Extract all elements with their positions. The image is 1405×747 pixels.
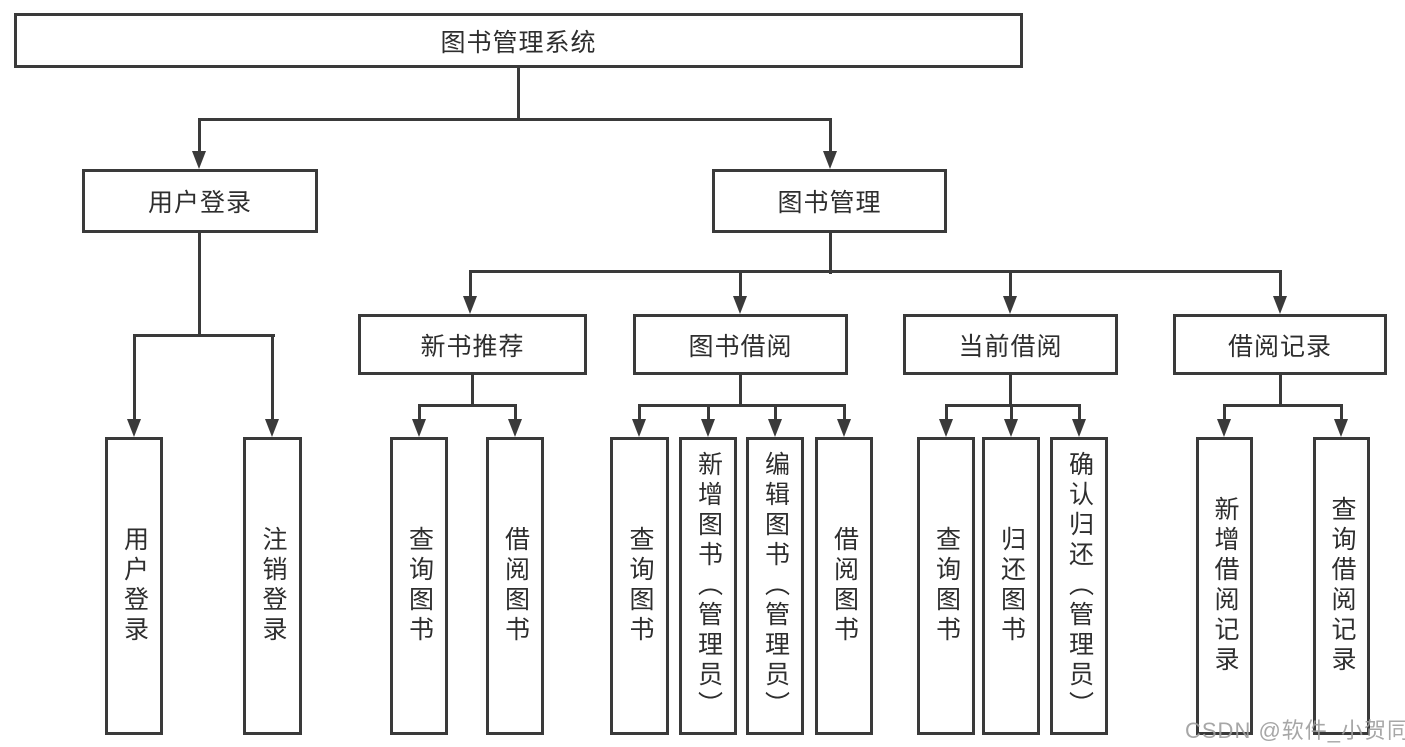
arrowhead-to-recommend-borrow bbox=[508, 419, 522, 437]
connector-bor-stub-2 bbox=[707, 404, 710, 422]
leaf-borrowing-borrow-books-label: 借阅图书 bbox=[830, 526, 859, 646]
node-user-login: 用户登录 bbox=[82, 169, 318, 233]
leaf-user-login-label: 用户登录 bbox=[120, 526, 149, 646]
arrowhead-to-leaf-user-login bbox=[127, 419, 141, 437]
leaf-current-query-books-label: 查询图书 bbox=[932, 526, 961, 646]
connector-bor-stub-4 bbox=[843, 404, 846, 422]
node-root-label: 图书管理系统 bbox=[440, 28, 597, 57]
leaf-records-add-record-label: 新增借阅记录 bbox=[1211, 496, 1239, 676]
leaf-borrowing-add-books-admin-label: 新增图书（管理员） bbox=[694, 451, 723, 721]
node-borrowing-records-label: 借阅记录 bbox=[1227, 332, 1332, 361]
connector-bm-stub-2 bbox=[739, 270, 742, 299]
leaf-user-login: 用户登录 bbox=[105, 437, 163, 735]
node-book-borrowing: 图书借阅 bbox=[633, 314, 848, 375]
connector-root-drop bbox=[517, 68, 520, 121]
arrowhead-to-records-add bbox=[1217, 419, 1231, 437]
leaf-borrowing-edit-books-admin: 编辑图书（管理员） bbox=[746, 437, 804, 735]
arrowhead-to-user-login bbox=[192, 151, 206, 169]
leaf-recommend-query-books: 查询图书 bbox=[390, 437, 448, 735]
node-root: 图书管理系统 bbox=[14, 13, 1023, 68]
leaf-records-add-record: 新增借阅记录 bbox=[1196, 437, 1253, 735]
arrowhead-to-current-borrowing bbox=[1003, 296, 1017, 314]
connector-user-login-rail bbox=[133, 334, 275, 337]
connector-book-management-drop bbox=[829, 233, 832, 274]
node-borrowing-records: 借阅记录 bbox=[1173, 314, 1387, 375]
arrowhead-to-leaf-logout bbox=[265, 419, 279, 437]
arrowhead-to-borrowing-add bbox=[701, 419, 715, 437]
node-current-borrowing-label: 当前借阅 bbox=[958, 332, 1063, 361]
leaf-borrowing-borrow-books: 借阅图书 bbox=[815, 437, 873, 735]
arrowhead-to-recommend-query bbox=[412, 419, 426, 437]
leaf-records-query-record: 查询借阅记录 bbox=[1313, 437, 1370, 735]
arrowhead-to-current-confirm bbox=[1072, 419, 1086, 437]
connector-user-login-stub-2 bbox=[271, 334, 274, 422]
node-user-login-label: 用户登录 bbox=[147, 189, 252, 217]
csdn-watermark: CSDN @软件_小贺同学 bbox=[1185, 718, 1405, 743]
connector-cur-stub-2 bbox=[1010, 404, 1013, 422]
leaf-recommend-borrow-books: 借阅图书 bbox=[486, 437, 544, 735]
connector-rec-stub-1 bbox=[418, 404, 421, 422]
arrowhead-to-borrowing-borrow bbox=[837, 419, 851, 437]
leaf-logout-label: 注销登录 bbox=[259, 526, 287, 646]
connector-cur-stub-1 bbox=[945, 404, 948, 422]
leaf-borrowing-edit-books-admin-label: 编辑图书（管理员） bbox=[761, 451, 790, 721]
connector-bor-stub-1 bbox=[638, 404, 641, 422]
leaf-current-confirm-return-admin: 确认归还（管理员） bbox=[1050, 437, 1108, 735]
node-book-borrowing-label: 图书借阅 bbox=[688, 332, 793, 361]
leaf-current-return-books: 归还图书 bbox=[982, 437, 1040, 735]
arrowhead-to-records-query bbox=[1334, 419, 1348, 437]
connector-rec-stub-2 bbox=[514, 404, 517, 422]
connector-cur-stub-3 bbox=[1078, 404, 1081, 422]
arrowhead-to-borrowing-query bbox=[632, 419, 646, 437]
connector-root-stub-right bbox=[829, 118, 832, 155]
leaf-borrowing-query-books: 查询图书 bbox=[610, 437, 669, 735]
connector-user-login-drop bbox=[198, 233, 201, 337]
arrowhead-to-borrowing-edit bbox=[768, 419, 782, 437]
connector-recommendation-drop bbox=[471, 375, 474, 407]
connector-current-drop bbox=[1009, 375, 1012, 407]
arrowhead-to-current-query bbox=[939, 419, 953, 437]
leaf-borrowing-add-books-admin: 新增图书（管理员） bbox=[679, 437, 737, 735]
connector-bor-stub-3 bbox=[774, 404, 777, 422]
connector-root-stub-left bbox=[198, 118, 201, 155]
connector-user-login-stub-1 bbox=[133, 334, 136, 422]
connector-borrowing-drop bbox=[739, 375, 742, 407]
connector-book-management-rail bbox=[469, 270, 1282, 273]
leaf-current-query-books: 查询图书 bbox=[917, 437, 975, 735]
node-current-borrowing: 当前借阅 bbox=[903, 314, 1118, 375]
leaf-current-confirm-return-admin-label: 确认归还（管理员） bbox=[1065, 451, 1094, 721]
leaf-recommend-query-books-label: 查询图书 bbox=[405, 526, 434, 646]
connector-records-rail bbox=[1223, 404, 1343, 407]
leaf-recommend-borrow-books-label: 借阅图书 bbox=[501, 526, 530, 646]
node-new-book-recommendation: 新书推荐 bbox=[358, 314, 587, 375]
arrowhead-to-borrowing-records bbox=[1273, 296, 1287, 314]
arrowhead-to-book-management bbox=[823, 151, 837, 169]
leaf-borrowing-query-books-label: 查询图书 bbox=[626, 526, 654, 646]
connector-bm-stub-4 bbox=[1279, 270, 1282, 299]
leaf-logout: 注销登录 bbox=[243, 437, 302, 735]
connector-recd-stub-1 bbox=[1223, 404, 1226, 422]
connector-borrowing-rail bbox=[638, 404, 846, 407]
node-book-management-label: 图书管理 bbox=[777, 189, 882, 217]
connector-current-rail bbox=[945, 404, 1081, 407]
connector-root-rail bbox=[198, 118, 832, 121]
arrowhead-to-current-return bbox=[1004, 419, 1018, 437]
connector-records-drop bbox=[1279, 375, 1282, 407]
connector-bm-stub-1 bbox=[469, 270, 472, 299]
connector-recd-stub-2 bbox=[1340, 404, 1343, 422]
connector-bm-stub-3 bbox=[1009, 270, 1012, 299]
arrowhead-to-new-book-recommendation bbox=[463, 296, 477, 314]
leaf-records-query-record-label: 查询借阅记录 bbox=[1328, 496, 1356, 676]
node-new-book-recommendation-label: 新书推荐 bbox=[420, 332, 525, 361]
connector-recommendation-rail bbox=[418, 404, 517, 407]
arrowhead-to-book-borrowing bbox=[733, 296, 747, 314]
leaf-current-return-books-label: 归还图书 bbox=[997, 526, 1026, 646]
node-book-management: 图书管理 bbox=[712, 169, 947, 233]
